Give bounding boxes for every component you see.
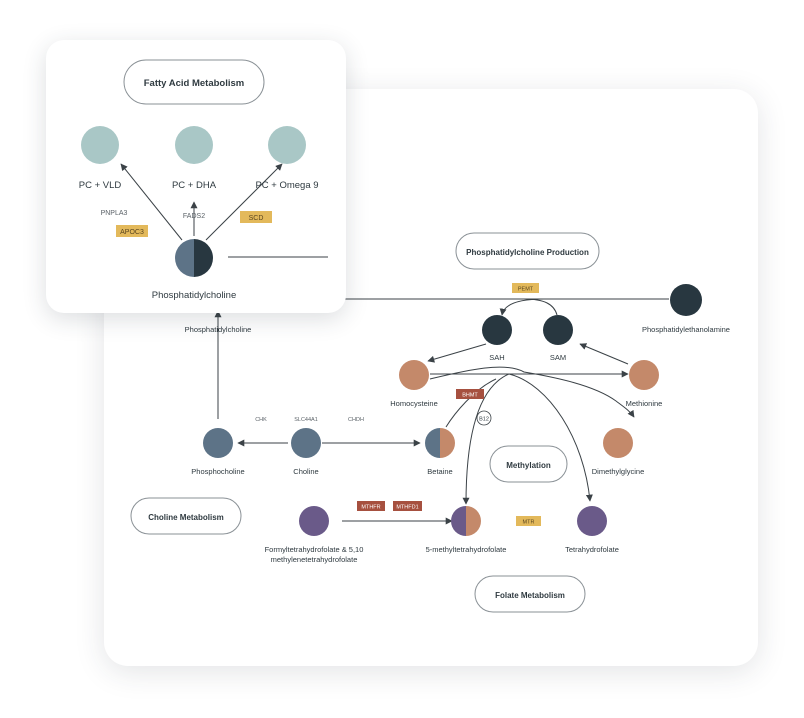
node-formyltetrahydrofolate [299,506,329,536]
label-pc-dha: PC + DHA [172,180,217,191]
label-methionine: Methionine [626,399,663,408]
svg-text:BHMT: BHMT [462,393,478,399]
fatty-acid-diagram: Fatty Acid Metabolism PC + VLD PC + DHA … [79,59,328,301]
arrow-methionine-to-sam [579,343,629,365]
label-formyl-line1: Formyltetrahydrofolate & 5,10 [265,545,364,554]
node-homocysteine [399,360,429,390]
label-choline: Choline [293,467,318,476]
label-homocysteine: Homocysteine [390,399,438,408]
section-folate-metabolism: Folate Metabolism [474,575,586,613]
node-phosphatidylethanolamine [670,284,702,316]
fatty-acid-inset-card: Fatty Acid Metabolism PC + VLD PC + DHA … [46,40,346,313]
label-tetrahydrofolate: Tetrahydrofolate [565,545,619,554]
enzyme-mtr: MTR [516,516,541,526]
inset-title: Fatty Acid Metabolism [144,78,244,89]
section-pc-production-label: Phosphatidylcholine Production [466,248,589,257]
svg-text:MTR: MTR [523,520,535,526]
svg-text:MTHFD1: MTHFD1 [396,505,418,511]
node-pc-omega9 [268,126,306,164]
svg-text:MTHFR: MTHFR [361,505,380,511]
enzyme-mthfr: MTHFR [357,501,385,511]
node-sah [482,315,512,345]
node-pc-vld [81,126,119,164]
label-phosphocholine: Phosphocholine [191,467,244,476]
enzyme-bhmt: BHMT [456,389,484,399]
enzyme-fads2: FADS2 [183,213,205,220]
arrow-betaine-to-dimethylglycine [429,366,635,418]
arrow-sah-to-homocysteine [427,343,487,363]
node-choline [291,428,321,458]
enzyme-pnpla3: PNPLA3 [101,210,128,217]
node-phosphocholine [203,428,233,458]
label-betaine: Betaine [427,467,452,476]
pathway-diagram: Phosphatidylcholine Production Methylati… [130,232,730,613]
arrow-to-pc-vld [120,163,183,241]
arrow-pemt-to-sah [499,298,545,316]
node-betaine [425,428,455,458]
section-pc-production: Phosphatidylcholine Production [455,232,600,270]
label-phosphatidylcholine: Phosphatidylcholine [185,325,252,334]
section-methylation: Methylation [489,445,568,483]
section-choline-metabolism: Choline Metabolism [130,497,242,535]
node-phosphatidylcholine-inset [175,239,213,277]
node-tetrahydrofolate [577,506,607,536]
node-pc-dha [175,126,213,164]
section-folate-metabolism-label: Folate Metabolism [495,591,565,600]
node-methionine [629,360,659,390]
curve-betaine-to-cycle [445,378,497,428]
label-pc-omega9: PC + Omega 9 [255,180,318,191]
node-methyltetrahydrofolate [451,506,481,536]
enzyme-b12: B12 [476,410,492,426]
inset-title-pill: Fatty Acid Metabolism [123,59,265,105]
label-sah: SAH [489,353,504,362]
section-choline-metabolism-label: Choline Metabolism [148,513,224,522]
enzyme-pemt: PEMT [512,283,539,293]
label-phosphatidylethanolamine: Phosphatidylethanolamine [642,325,730,334]
enzyme-mthfd1: MTHFD1 [393,501,422,511]
svg-text:B12: B12 [479,417,489,423]
arrow-to-pc-omega9 [205,163,283,241]
node-sam [543,315,573,345]
inset-connectors [120,163,328,258]
label-phosphatidylcholine-inset: Phosphatidylcholine [152,290,237,301]
enzyme-apoc3: APOC3 [116,225,148,237]
label-sam: SAM [550,353,566,362]
label-pc-vld: PC + VLD [79,180,122,191]
svg-text:APOC3: APOC3 [120,229,144,236]
enzyme-chk: CHK [255,417,267,423]
arrow-cycle-to-thf [508,373,593,502]
label-methyltetrahydrofolate: 5-methyltetrahydrofolate [426,545,507,554]
arrow-cycle-to-methylthf [462,373,510,505]
line-pemt-to-sam [523,298,558,316]
enzyme-scd: SCD [240,211,272,223]
enzyme-chdh: CHDH [348,417,364,423]
svg-text:PEMT: PEMT [518,287,534,293]
section-methylation-label: Methylation [506,461,551,470]
node-dimethylglycine [603,428,633,458]
enzyme-slc44a1: SLC44A1 [294,417,318,423]
label-dimethylglycine: Dimethylglycine [592,467,645,476]
svg-text:SCD: SCD [249,215,264,222]
connectors [214,256,669,525]
label-formyl-line2: methylenetetrahydrofolate [271,555,358,564]
